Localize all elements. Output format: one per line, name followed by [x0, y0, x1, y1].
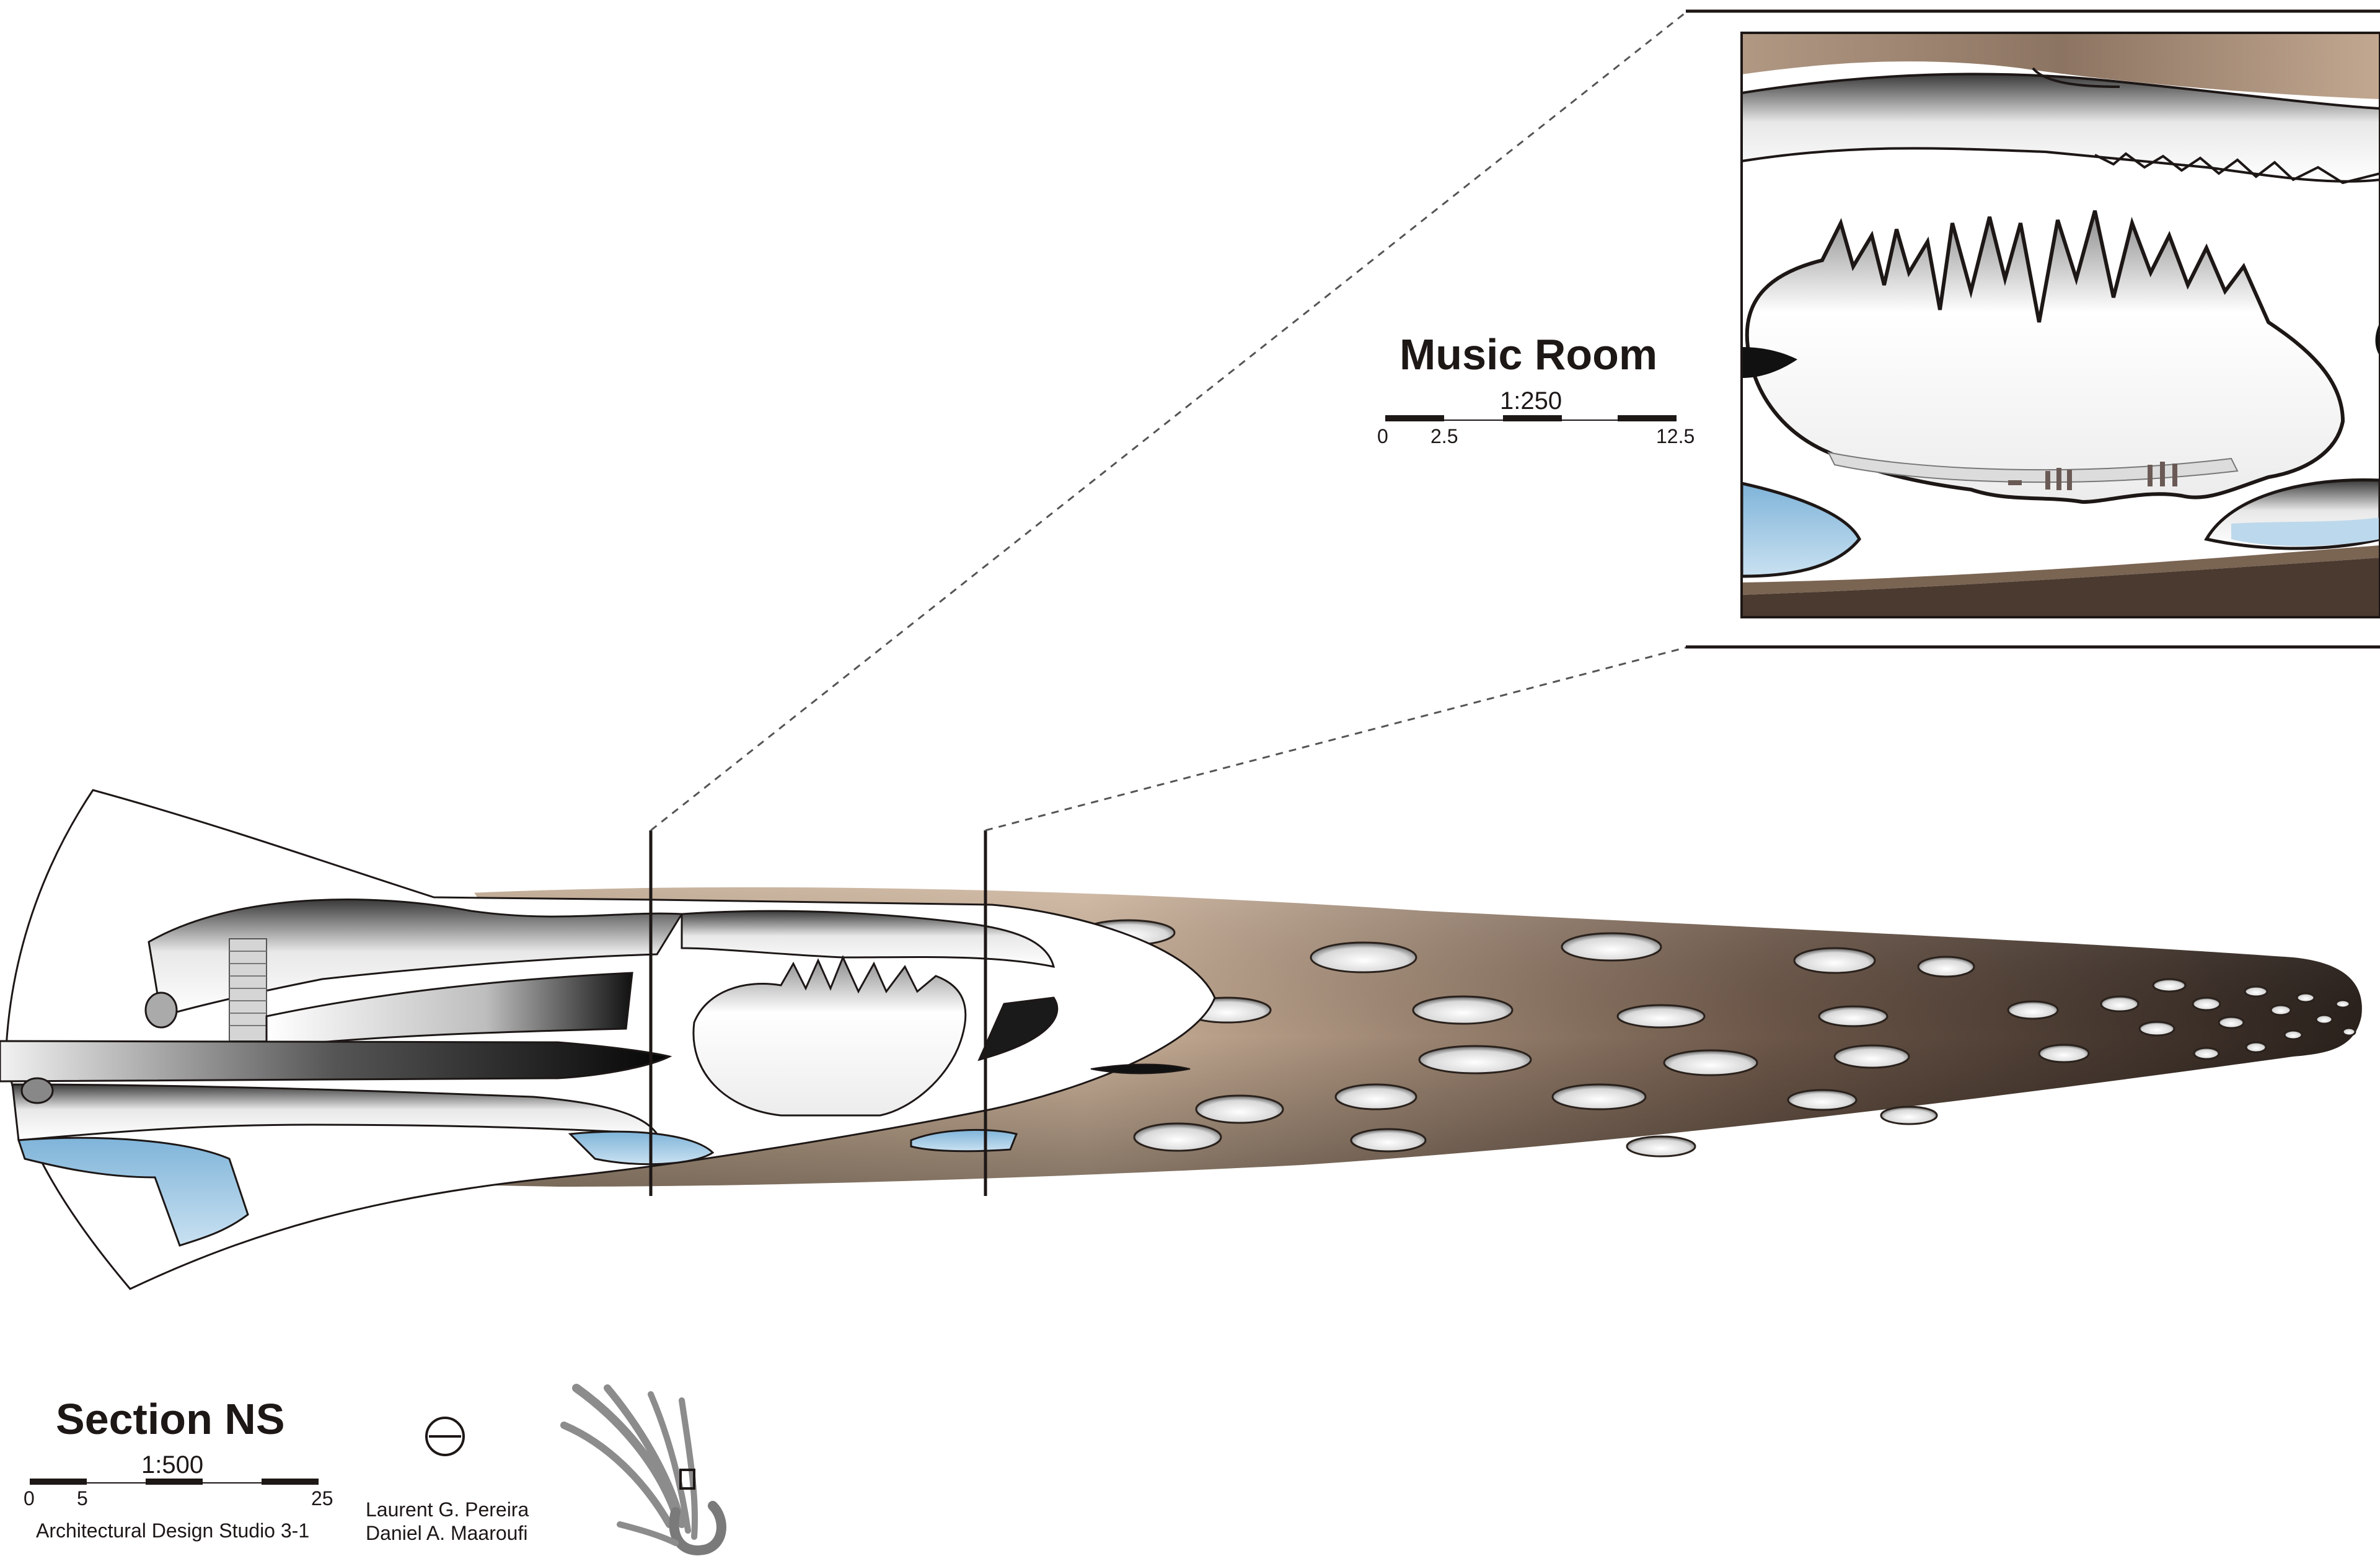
detail-tick-2: 12.5	[1656, 425, 1695, 447]
author-2: Daniel A. Maaroufi	[366, 1522, 528, 1544]
author-1: Laurent G. Pereira	[366, 1498, 529, 1521]
leader-line-bottom	[985, 646, 1686, 832]
round-opening-2	[144, 991, 178, 1029]
orientation-symbol	[425, 1417, 465, 1456]
section-tick-1: 5	[77, 1487, 88, 1510]
pool-mid	[568, 1130, 715, 1166]
detail-tick-0: 0	[1377, 425, 1388, 447]
detail-view	[1742, 33, 2380, 617]
mid-surface	[265, 972, 633, 1048]
skin-openings	[1080, 919, 2356, 1158]
detail-scale-bar	[1385, 415, 1677, 421]
leader-line-top	[650, 11, 1686, 832]
section-title: Section NS	[56, 1395, 285, 1443]
detail-title: Music Room	[1399, 330, 1658, 379]
section-tick-2: 25	[311, 1487, 333, 1510]
detail-scale-label: 1:250	[1500, 387, 1562, 415]
music-room-small	[692, 955, 967, 1117]
detail-frame-border	[1740, 32, 2380, 618]
dark-blade	[1090, 1063, 1191, 1075]
detail-tick-1: 2.5	[1430, 425, 1458, 447]
section-scale-bar	[30, 1479, 319, 1485]
key-plan-icon	[560, 1384, 726, 1555]
long-tube	[0, 1040, 672, 1083]
upper-shell-right	[681, 910, 1056, 968]
section-tick-0: 0	[24, 1487, 35, 1510]
people	[2008, 462, 2177, 490]
pool-right	[910, 1128, 1018, 1153]
section-scale-label: 1:500	[141, 1451, 204, 1479]
dark-wedge	[977, 996, 1059, 1062]
pool-left	[17, 1136, 249, 1247]
studio-label: Architectural Design Studio 3-1	[36, 1519, 310, 1542]
round-opening	[20, 1077, 54, 1104]
stair-steps	[229, 951, 267, 1026]
